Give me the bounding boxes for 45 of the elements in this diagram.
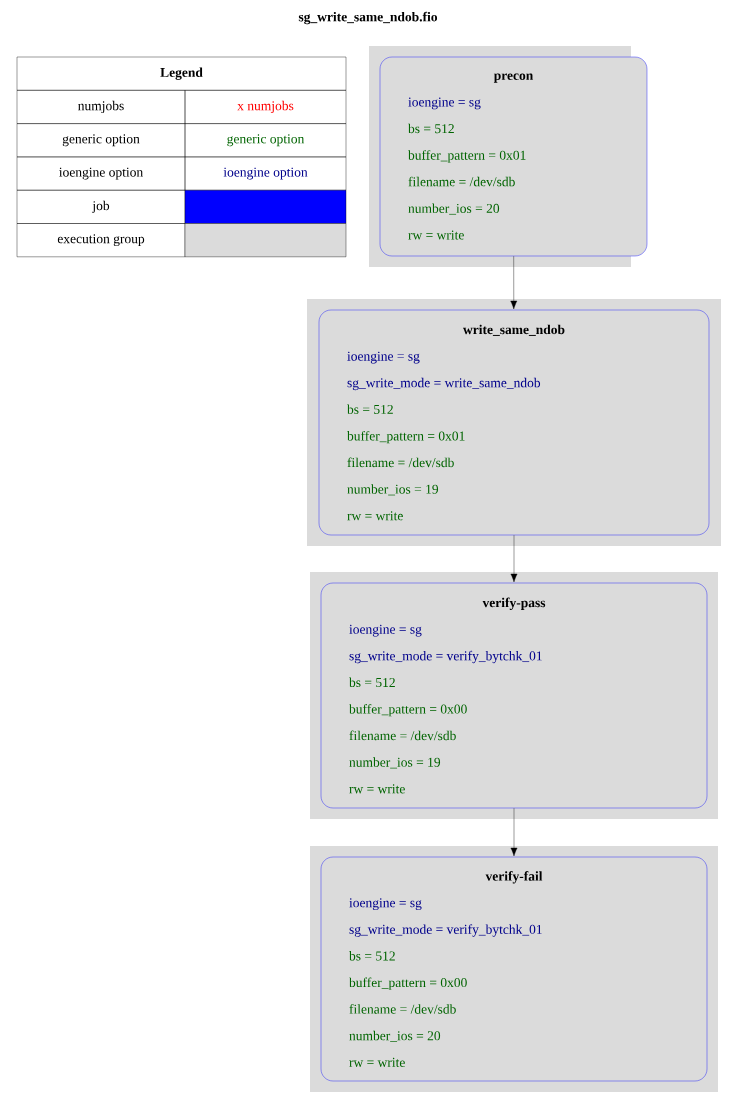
- job-title: verify-pass: [482, 597, 546, 610]
- arrow: [510, 535, 518, 583]
- legend-cell: numjobs: [16, 90, 186, 124]
- arrow: [510, 256, 518, 310]
- option-text: bs = 512: [408, 123, 454, 134]
- option-text: ioengine = sg: [349, 624, 422, 637]
- option-text: rw = write: [349, 784, 405, 794]
- option-text: rw = write: [408, 230, 464, 240]
- option-text: number_ios = 20: [408, 203, 500, 215]
- option-text: bs = 512: [347, 404, 393, 414]
- option-text: number_ios = 19: [347, 484, 439, 496]
- option-text: ioengine = sg: [349, 898, 422, 911]
- option-text: number_ios = 20: [349, 1030, 441, 1042]
- option-text: buffer_pattern = 0x00: [349, 977, 467, 990]
- legend-sample: generic option: [184, 123, 347, 158]
- legend-cell: generic option: [16, 123, 186, 158]
- option-text: sg_write_mode = verify_bytchk_01: [349, 924, 542, 937]
- diagram-title: sg_write_same_ndob.fio: [298, 11, 438, 25]
- option-text: ioengine = sg: [408, 97, 481, 110]
- legend-cell: execution group: [16, 223, 186, 257]
- option-text: buffer_pattern = 0x01: [347, 430, 465, 444]
- legend-header: Legend: [16, 56, 347, 91]
- option-text: filename = /dev/sdb: [408, 176, 515, 187]
- option-text: bs = 512: [349, 677, 395, 687]
- legend-sample: x numjobs: [184, 90, 347, 124]
- job-box: [379, 56, 648, 257]
- option-text: rw = write: [347, 511, 403, 521]
- option-text: filename = /dev/sdb: [347, 457, 454, 468]
- legend-cell: job: [16, 190, 186, 224]
- option-text: sg_write_mode = verify_bytchk_01: [349, 650, 542, 664]
- legend-cell: ioengine option: [16, 156, 186, 191]
- option-text: filename = /dev/sdb: [349, 1004, 456, 1014]
- option-text: buffer_pattern = 0x01: [408, 150, 526, 163]
- option-text: sg_write_mode = write_same_ndob: [347, 377, 541, 391]
- job-title: precon: [493, 73, 534, 83]
- option-text: ioengine = sg: [347, 351, 420, 364]
- arrow: [510, 808, 518, 857]
- option-text: number_ios = 19: [349, 757, 441, 769]
- legend-sample: ioengine option: [184, 156, 347, 191]
- option-text: rw = write: [349, 1057, 405, 1067]
- option-text: bs = 512: [349, 951, 395, 961]
- job-title: verify-fail: [485, 871, 543, 884]
- option-text: buffer_pattern = 0x00: [349, 704, 467, 717]
- option-text: filename = /dev/sdb: [349, 730, 456, 741]
- job-title: write_same_ndob: [463, 324, 565, 336]
